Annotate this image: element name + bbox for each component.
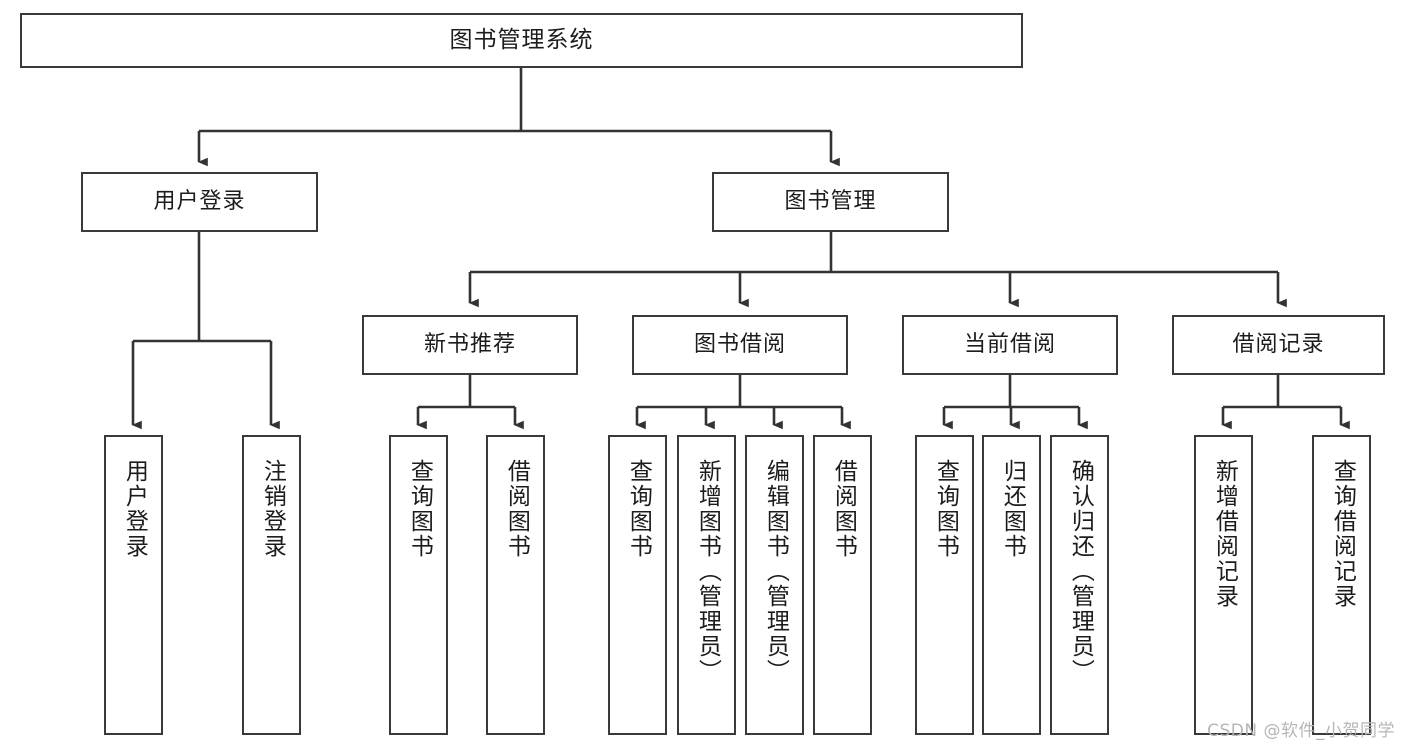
node-label: 图书管理系统 [449, 26, 594, 53]
leaf-book-borrow-add[interactable]: 新增图书（管理员） [677, 435, 736, 735]
node-label: 用户登录 [153, 189, 246, 215]
node-label: 新书推荐 [423, 332, 516, 358]
leaf-borrow-record-query[interactable]: 查询借阅记录 [1312, 435, 1371, 735]
leaf-new-book-borrow[interactable]: 借阅图书 [486, 435, 545, 735]
csdn-watermark: CSDN @软件_小贺同学 [1207, 721, 1395, 741]
leaf-book-borrow-edit[interactable]: 编辑图书（管理员） [745, 435, 804, 735]
leaf-book-borrow-lend[interactable]: 借阅图书 [813, 435, 872, 735]
node-label: 借阅记录 [1232, 332, 1325, 358]
leaf-user-login-signout[interactable]: 注销登录 [242, 435, 301, 735]
node-label: 注销登录 [259, 459, 286, 559]
leaf-new-book-query[interactable]: 查询图书 [389, 435, 448, 735]
node-label: 用户登录 [121, 459, 148, 559]
node-label: 归还图书 [999, 459, 1026, 559]
node-label: 借阅图书 [830, 459, 857, 559]
node-book-borrow[interactable]: 图书借阅 [632, 315, 848, 375]
leaf-user-login-signin[interactable]: 用户登录 [104, 435, 163, 735]
node-borrow-record[interactable]: 借阅记录 [1172, 315, 1385, 375]
node-label: 查询借阅记录 [1329, 459, 1356, 609]
node-label: 图书管理 [784, 189, 877, 215]
node-label: 确认归还（管理员） [1067, 459, 1094, 684]
node-new-book-recommend[interactable]: 新书推荐 [362, 315, 578, 375]
leaf-book-borrow-query[interactable]: 查询图书 [608, 435, 667, 735]
leaf-current-borrow-query[interactable]: 查询图书 [915, 435, 974, 735]
leaf-current-borrow-confirm-return[interactable]: 确认归还（管理员） [1050, 435, 1109, 735]
node-label: 查询图书 [406, 459, 433, 559]
node-book-management[interactable]: 图书管理 [712, 172, 949, 232]
node-label: 编辑图书（管理员） [762, 459, 789, 684]
node-user-login[interactable]: 用户登录 [81, 172, 318, 232]
leaf-borrow-record-add[interactable]: 新增借阅记录 [1194, 435, 1253, 735]
node-root-book-management-system[interactable]: 图书管理系统 [20, 13, 1023, 68]
leaf-current-borrow-return[interactable]: 归还图书 [982, 435, 1041, 735]
node-label: 新增图书（管理员） [694, 459, 721, 684]
node-label: 当前借阅 [963, 332, 1056, 358]
node-label: 查询图书 [625, 459, 652, 559]
node-label: 借阅图书 [503, 459, 530, 559]
node-current-borrow[interactable]: 当前借阅 [902, 315, 1118, 375]
node-label: 新增借阅记录 [1211, 459, 1238, 609]
node-label: 图书借阅 [693, 332, 786, 358]
node-label: 查询图书 [932, 459, 959, 559]
